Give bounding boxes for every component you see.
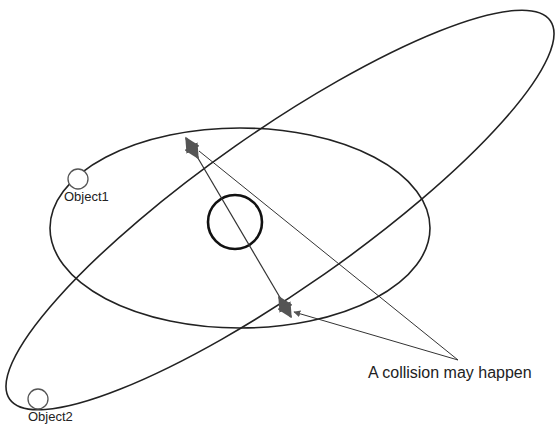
- connecting-line: [192, 148, 285, 306]
- object-label: Object2: [28, 410, 75, 424]
- object-node: Object2: [28, 387, 75, 426]
- inner-orbit: [50, 128, 430, 328]
- object-label: Object1: [64, 190, 111, 204]
- callout-label: A collision may happen: [366, 364, 534, 382]
- distance-arrow: [279, 297, 291, 317]
- leader-line: [294, 312, 458, 360]
- object-node: Object1: [64, 167, 111, 206]
- object-circle-svg: [26, 387, 50, 411]
- leader-line: [199, 151, 458, 360]
- object-circle: [68, 169, 88, 189]
- distance-arrow: [186, 138, 198, 158]
- object-circle: [28, 389, 48, 409]
- object-circle-svg: [66, 167, 90, 191]
